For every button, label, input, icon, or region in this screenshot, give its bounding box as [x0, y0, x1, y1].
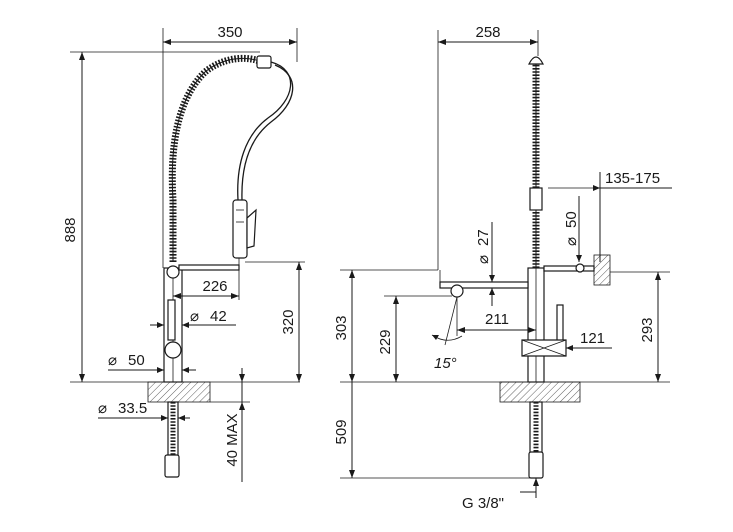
left-dim-width: 350 [217, 24, 242, 41]
right-dim-bracket-diameter: 50 [563, 211, 580, 228]
right-dim-spout-diameter: 27 [475, 229, 492, 246]
left-swivel-joint [166, 265, 180, 279]
right-dim-swivel-angle: 15° [434, 355, 457, 372]
right-dim-spout-height: 303 [333, 315, 350, 340]
left-dim-hose-diameter-symbol: ⌀ [190, 308, 199, 325]
left-dim-spout-reach: 226 [202, 278, 227, 295]
right-connector [528, 451, 544, 479]
left-spout-arm [178, 264, 240, 271]
left-dim-hose-diameter: 42 [210, 308, 227, 325]
right-wall-block [593, 254, 611, 286]
right-dim-spout-reach: 211 [485, 311, 509, 328]
right-dim-handle-offset: 121 [580, 330, 605, 347]
right-dim-wall-distance: 135-175 [605, 170, 660, 187]
left-spray-hose [237, 61, 292, 201]
left-spray-head [232, 199, 248, 259]
right-dim-bracket-height: 293 [639, 317, 656, 342]
left-dim-shank-diameter-symbol: ⌀ [98, 400, 107, 417]
left-handle-knob [164, 341, 182, 359]
left-spring-cap [256, 55, 272, 69]
left-view: 350 888 226 ⌀ 42 320 ⌀ 50 [62, 24, 305, 482]
right-dim-bracket-diameter-symbol: ⌀ [563, 237, 580, 246]
right-dim-width: 258 [475, 24, 500, 41]
left-dim-base-diameter: 50 [128, 352, 145, 369]
right-dim-outlet-height: 229 [377, 329, 394, 354]
right-dim-hose-length: 509 [333, 419, 350, 444]
right-spout-outlet [450, 284, 464, 298]
left-dim-base-diameter-symbol: ⌀ [108, 352, 117, 369]
left-dim-spout-height: 320 [280, 309, 297, 334]
right-view: 258 135-175 ⌀ 50 ⌀ 27 303 229 [333, 24, 672, 512]
left-dim-deck-thickness: 40 MAX [224, 413, 241, 466]
right-dim-spout-diameter-symbol: ⌀ [475, 255, 492, 264]
left-deck [147, 381, 211, 403]
left-handle [167, 299, 176, 341]
right-spring-sleeve [529, 187, 543, 211]
left-dim-shank-diameter: 33.5 [118, 400, 147, 417]
left-connector [164, 454, 180, 478]
left-dim-height-total: 888 [62, 217, 79, 242]
right-wall-bracket [543, 265, 595, 272]
right-dim-connection: G 3/8" [462, 495, 504, 512]
right-deck [499, 381, 581, 403]
